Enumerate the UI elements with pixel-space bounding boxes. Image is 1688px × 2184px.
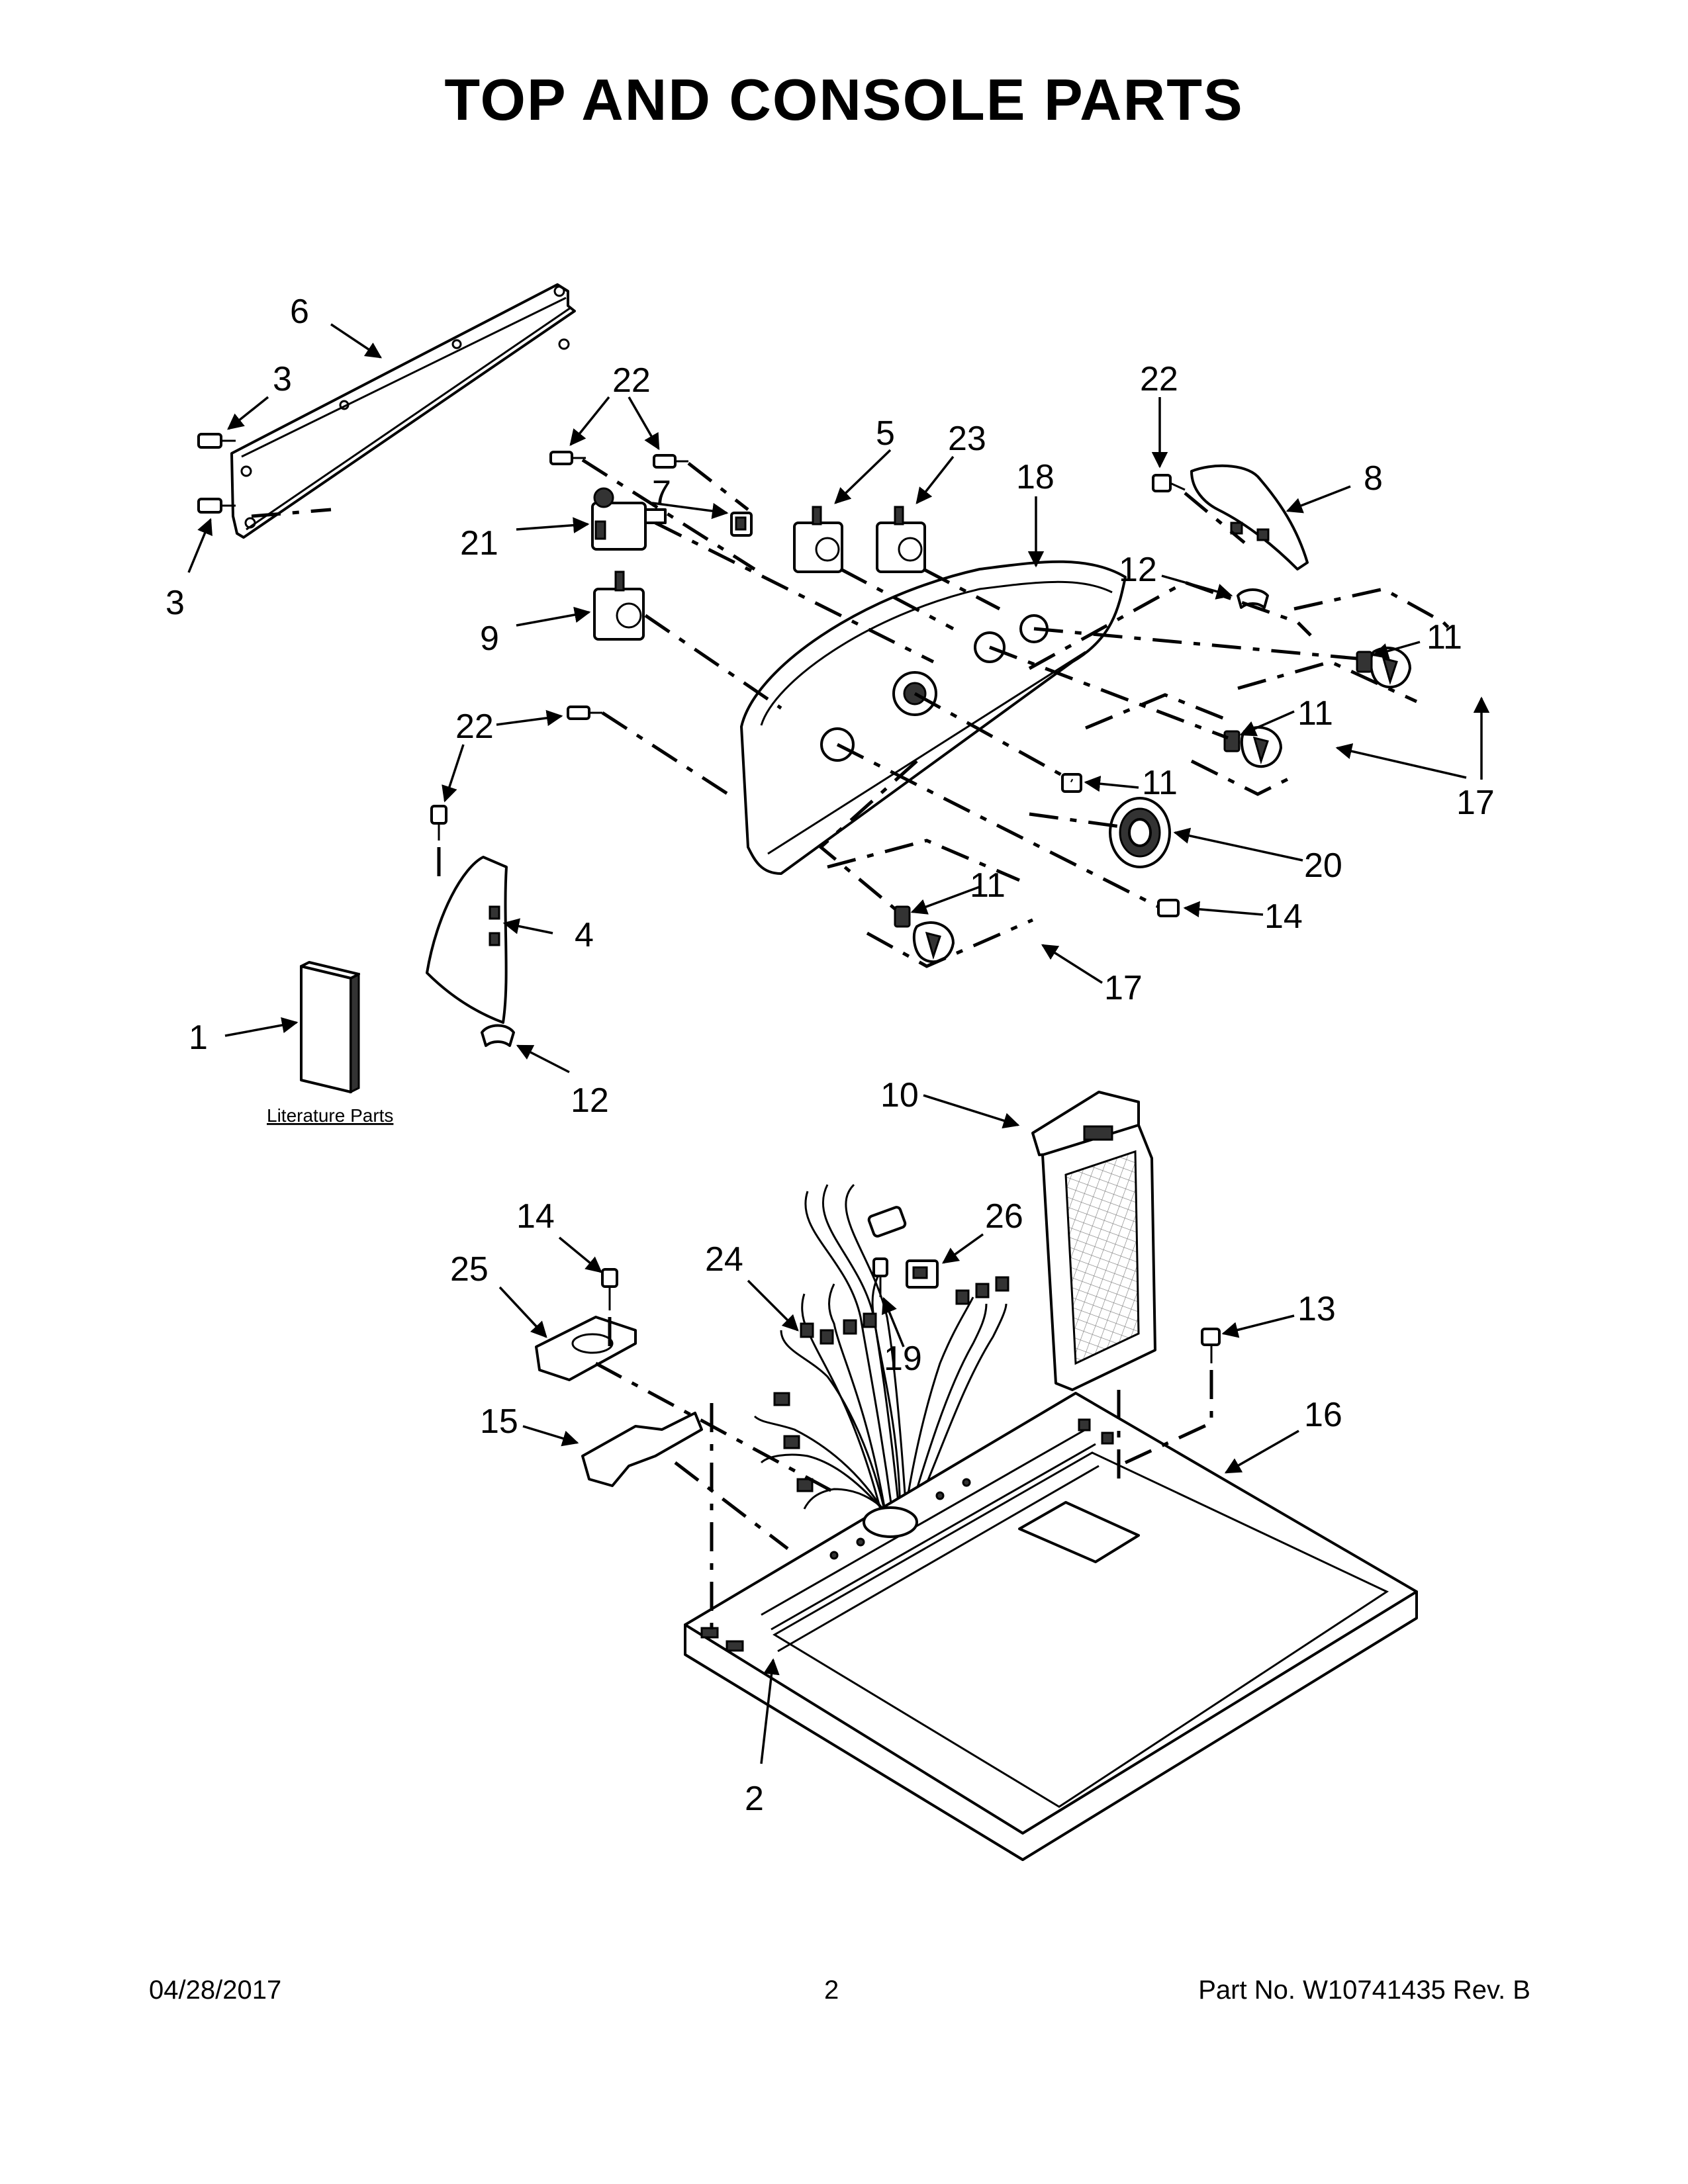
callout-13: 13 (1297, 1290, 1336, 1328)
part-4-end-cap-left (426, 856, 508, 1024)
callout-11-c: 11 (1142, 764, 1178, 802)
callout-2: 2 (745, 1780, 764, 1818)
callout-22-right: 22 (1140, 360, 1178, 398)
callout-20: 20 (1304, 846, 1342, 885)
part-14-screw-lower (601, 1268, 618, 1310)
callout-12-lower: 12 (571, 1081, 609, 1120)
callout-3-lower: 3 (165, 584, 185, 622)
part-21-timer (591, 487, 667, 551)
part-13-screw (1201, 1328, 1221, 1363)
callout-1: 1 (189, 1019, 208, 1057)
page-title: TOP AND CONSOLE PARTS (444, 67, 1244, 132)
leader-arrows (187, 323, 1490, 1764)
part-11-spring-d (894, 905, 911, 928)
part-23-switch (876, 506, 926, 573)
callout-17-left: 17 (1104, 969, 1143, 1007)
callout-10: 10 (880, 1076, 919, 1115)
callout-9: 9 (480, 619, 499, 658)
callout-7: 7 (652, 474, 671, 512)
callout-labels: 6 3 3 22 7 21 9 5 23 18 22 8 12 11 11 11… (165, 293, 1495, 1818)
callout-14-upper: 14 (1264, 897, 1303, 936)
part-12-clip-lower (481, 1024, 515, 1047)
callout-25: 25 (450, 1250, 489, 1289)
part-10-lint-filter (1031, 1091, 1156, 1391)
footer-page-number: 2 (824, 1976, 839, 2005)
callout-16: 16 (1304, 1396, 1342, 1434)
callout-12-upper: 12 (1119, 551, 1157, 589)
part-22-screw-b (653, 454, 688, 469)
part-22-screw-a (549, 451, 586, 465)
part-15-insulation (581, 1412, 703, 1487)
callout-14-lower: 14 (516, 1197, 555, 1236)
part-19-screw (872, 1257, 888, 1297)
callout-17-right: 17 (1456, 784, 1495, 822)
callout-24: 24 (705, 1240, 743, 1279)
part-11-spring-c (1061, 773, 1082, 793)
callout-5: 5 (876, 414, 895, 453)
callout-19: 19 (884, 1340, 922, 1378)
callout-4: 4 (575, 916, 594, 954)
callout-3-upper: 3 (273, 360, 292, 398)
part-5-switch (793, 506, 843, 573)
callout-6: 6 (290, 293, 309, 331)
part-2-trim-strip (777, 1465, 1100, 1653)
part-17-knob-mid (1240, 726, 1282, 768)
footer-part-number: Part No. W10741435 Rev. B (1198, 1976, 1530, 2005)
callout-22-top: 22 (612, 361, 651, 400)
part-14-screw-knob (1157, 899, 1180, 917)
callout-18: 18 (1016, 458, 1055, 496)
part-3-screw-upper (197, 433, 236, 449)
part-17-knob-left (912, 921, 955, 964)
literature-parts-label: Literature Parts (267, 1105, 393, 1126)
part-22-screw-d (430, 805, 447, 841)
callout-11-a: 11 (1427, 618, 1462, 657)
part-24-wire-harness (753, 1183, 1009, 1523)
footer-date: 04/28/2017 (149, 1976, 282, 2005)
part-20-knob-large (1109, 797, 1171, 868)
assembly-lines-upper (437, 458, 1451, 968)
part-16-top-panel (684, 1392, 1418, 1861)
part-22-screw-e (1152, 474, 1186, 492)
callout-23: 23 (948, 420, 986, 458)
callout-11-d: 11 (970, 866, 1006, 905)
part-3-screw-lower (197, 498, 236, 514)
part-22-screw-c (567, 705, 602, 720)
part-8-end-cap-right (1190, 464, 1309, 570)
part-18-console-panel (740, 560, 1127, 875)
callout-11-b: 11 (1297, 694, 1333, 733)
callout-22-left: 22 (455, 707, 494, 746)
callout-15: 15 (480, 1402, 518, 1441)
part-11-spring-b (1223, 730, 1241, 752)
part-26-clamp (906, 1259, 939, 1289)
part-9-switch (593, 570, 645, 641)
callout-26: 26 (985, 1197, 1023, 1236)
part-7-clip (730, 512, 753, 537)
assembly-lines-lower (594, 1317, 1213, 1635)
part-25-bracket (535, 1316, 637, 1381)
part-6-console-bracket (230, 283, 576, 539)
part-1-literature (300, 961, 360, 1094)
callout-8: 8 (1364, 459, 1383, 498)
part-11-spring-a (1356, 651, 1373, 673)
callout-21: 21 (460, 524, 498, 563)
